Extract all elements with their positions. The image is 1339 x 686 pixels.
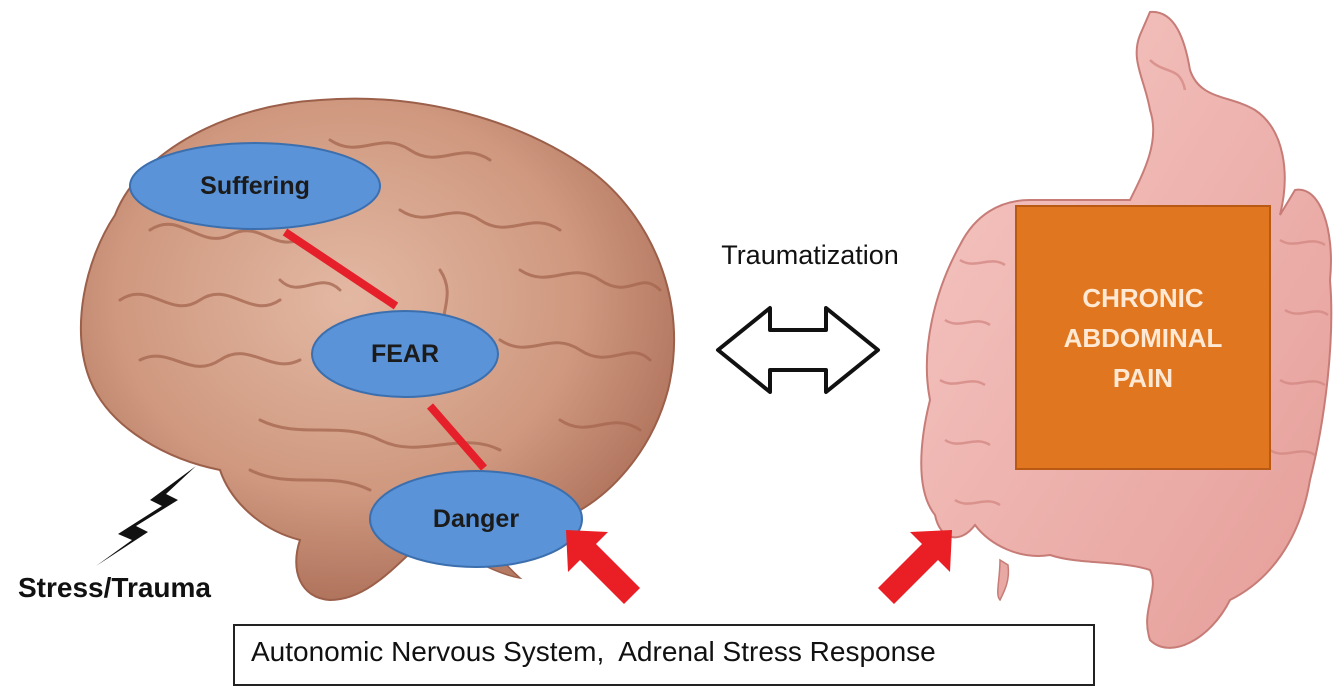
pain-box-line-3: PAIN: [1113, 358, 1173, 398]
stress-trauma-label: Stress/Trauma: [18, 572, 211, 604]
red-arrow-right: [878, 530, 952, 604]
pain-box-line-2: ABDOMINAL: [1064, 318, 1223, 358]
traumatization-label: Traumatization: [690, 240, 930, 280]
chronic-abdominal-pain-box: CHRONIC ABDOMINAL PAIN: [1015, 205, 1271, 470]
stress-response-box: Autonomic Nervous System, Adrenal Stress…: [233, 624, 1095, 686]
lightning-bolt-icon: [96, 466, 196, 566]
node-danger-label: Danger: [370, 471, 582, 567]
pain-box-line-1: CHRONIC: [1082, 278, 1203, 318]
node-suffering-label: Suffering: [130, 143, 380, 229]
node-fear-label: FEAR: [312, 311, 498, 397]
double-arrow-icon: [718, 308, 878, 392]
